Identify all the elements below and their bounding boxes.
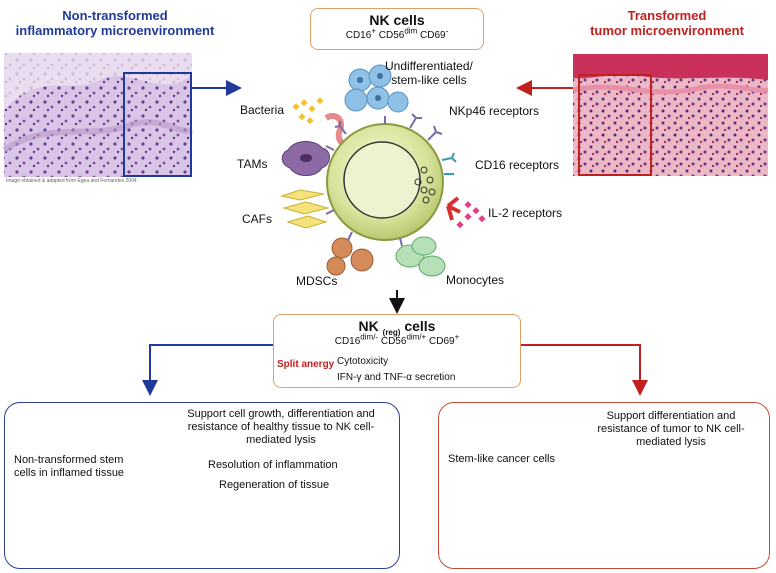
mdscs-cells (326, 237, 374, 276)
monocytes-cells (395, 236, 446, 277)
label-il2: IL-2 receptors (488, 206, 563, 220)
label-tams: TAMs (237, 157, 268, 171)
split-anergy-label: Split anergy (277, 359, 335, 370)
bacteria (292, 97, 349, 148)
inflamed-stem-label: Non-transformed stem cells in inflamed t… (14, 454, 125, 479)
cytokine-secretion-label: IFN-γ and TNF-α secretion (337, 372, 456, 383)
right-support-text: Support differentiation and resistance o… (597, 410, 745, 448)
arrow-to-left-panel (142, 344, 275, 396)
nkreg-cells-box: NK (reg) cells CD16dim/- CD56dim/+ CD69+ (273, 314, 521, 388)
nk-cell (325, 113, 457, 247)
left-histology-image (2, 53, 194, 177)
regeneration-label: Regeneration of tissue (219, 479, 330, 491)
label-cd16: CD16 receptors (475, 158, 560, 172)
arrow-to-right-panel (521, 344, 648, 396)
left-outcome-panel (4, 402, 400, 569)
resolution-label: Resolution of inflammation (208, 459, 338, 471)
tams-cells (281, 141, 330, 176)
stem-like-cells-cluster (344, 64, 409, 113)
image-credit: Image obtained & adapted from Egea and F… (6, 178, 137, 184)
cafs-cells (280, 189, 330, 229)
nk-cells-title: NK cells (369, 12, 425, 28)
right-outcome-panel (438, 402, 770, 569)
nkreg-markers: CD16dim/- CD56dim/+ CD69+ (334, 332, 460, 347)
label-mdscs: MDSCs (296, 274, 338, 288)
label-undifferentiated: Undifferentiated/ stem-like cells (385, 59, 473, 87)
nk-cells-box: NK cells CD16+ CD56dim CD69- (310, 8, 484, 50)
cytotoxicity-label: Cytotoxicity (337, 356, 389, 367)
il2-receptor-particles (446, 196, 486, 229)
stem-like-cancer-label: Stem-like cancer cells (448, 453, 555, 465)
nkreg-title: NK (reg) cells (358, 318, 436, 337)
label-bacteria: Bacteria (240, 103, 285, 117)
left-title: Non-transformed inflammatory microenviro… (15, 8, 215, 38)
label-nkp46: NKp46 receptors (449, 104, 540, 118)
label-cafs: CAFs (242, 212, 272, 226)
right-title: Transformed tumor microenvironment (590, 8, 744, 38)
label-monocytes: Monocytes (446, 273, 505, 287)
left-support-text: Support cell growth, differentiation and… (187, 408, 375, 446)
right-histology-image (572, 54, 769, 176)
nk-cells-markers: CD16+ CD56dim CD69- (345, 26, 449, 41)
